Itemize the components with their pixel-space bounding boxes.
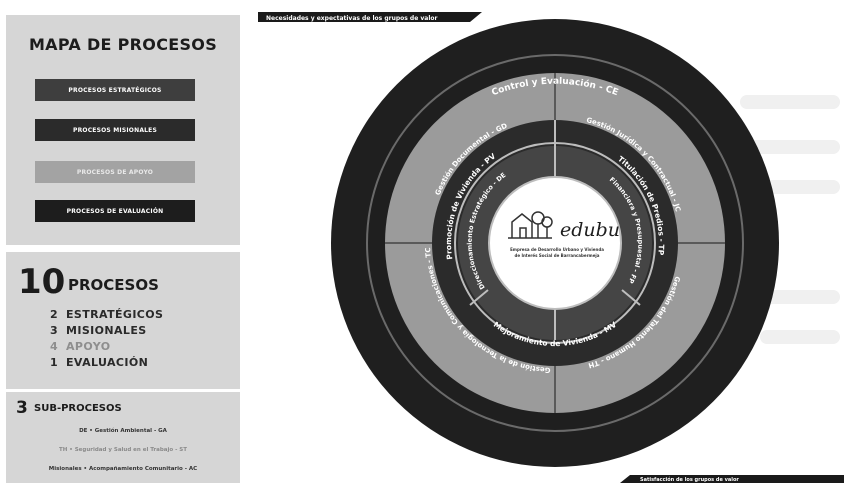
subprocesses-number: 3 [16, 398, 28, 418]
legend-misionales-button[interactable]: PROCESOS MISIONALES [35, 119, 195, 141]
logo-wordmark: edubu [560, 219, 620, 241]
total-processes-number: 10 [18, 262, 66, 302]
subprocess-item: DE • Gestión Ambiental - GA [79, 428, 167, 434]
logo-caption-line2: de Interés Social de Barrancabermeja [514, 253, 599, 258]
bottom-banner [620, 475, 844, 483]
subprocesses-label: SUB-PROCESOS [34, 403, 122, 414]
ring-evaluacion-inner-edge [366, 54, 744, 432]
center-logo-circle [488, 176, 622, 310]
top-banner-text: Necesidades y expectativas de los grupos… [266, 15, 438, 22]
total-processes-label: PROCESOS [68, 276, 159, 294]
subprocesses-panel: 3 SUB-PROCESOS DE • Gestión Ambiental - … [6, 392, 240, 483]
edubu-logo: edubu Empresa de Desarrollo Urbano y Viv… [508, 211, 620, 258]
bottom-banner-text: Satisfacción de los grupos de valor [640, 476, 739, 483]
house-icon [508, 211, 553, 239]
subprocess-item: TH • Seguridad y Salud en el Trabajo - S… [59, 447, 187, 453]
logo-caption-line1: Empresa de Desarrollo Urbano y Vivienda [510, 247, 604, 252]
legend-estrategicos-button[interactable]: PROCESOS ESTRATÉGICOS [35, 79, 195, 101]
legend-apoyo-button[interactable]: PROCESOS DE APOYO [35, 161, 195, 183]
legend-evaluacion-button[interactable]: PROCESOS DE EVALUACIÓN [35, 200, 195, 222]
subprocess-item: Misionales • Acompañamiento Comunitario … [48, 466, 198, 472]
process-map-legend-panel: MAPA DE PROCESOS PROCESOS ESTRATÉGICOS P… [6, 15, 240, 245]
top-banner [258, 12, 482, 22]
misional-divider-right [621, 289, 641, 306]
misional-divider-left [469, 289, 489, 306]
map-title: MAPA DE PROCESOS [28, 35, 218, 54]
